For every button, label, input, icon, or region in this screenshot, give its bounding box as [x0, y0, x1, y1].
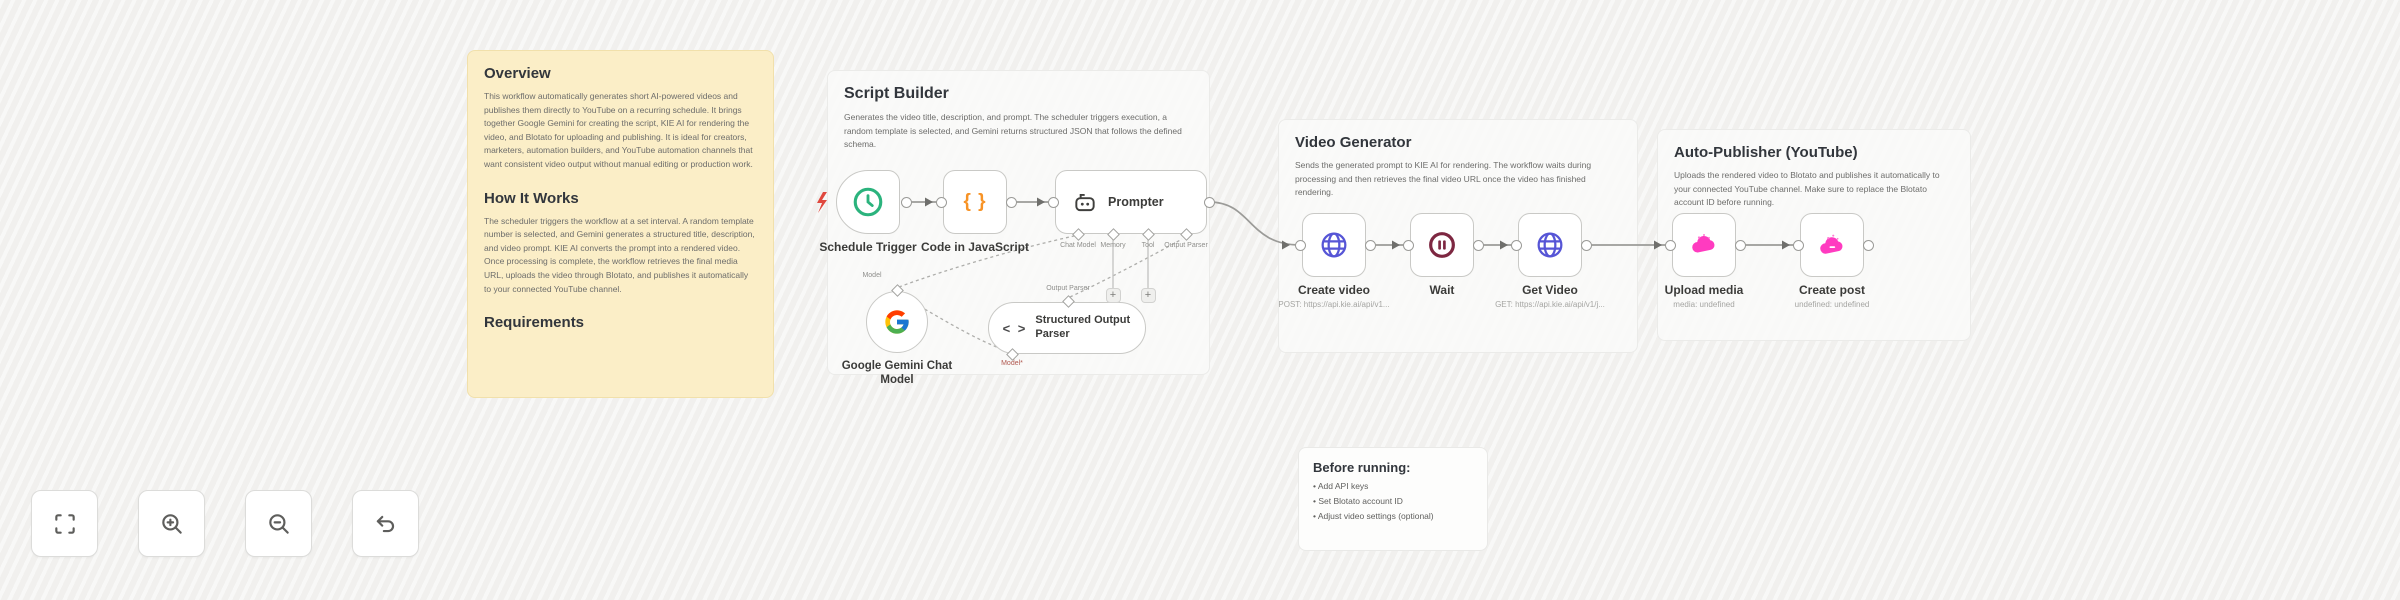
node-label-wait: Wait — [1429, 283, 1455, 297]
port-get-video-in[interactable] — [1510, 239, 1522, 251]
node-subtitle-upload-media: media: undefined — [1673, 300, 1735, 309]
clock-icon — [853, 187, 883, 217]
sticky-note-before-running[interactable]: Before running: Add API keys Set Blotato… — [1298, 447, 1488, 551]
port-wait-in[interactable] — [1402, 239, 1414, 251]
code-braces-icon: { } — [963, 191, 987, 212]
overview-heading: Overview — [484, 65, 551, 82]
node-google-gemini-chat-model[interactable] — [866, 291, 928, 353]
port-upload-media-out[interactable] — [1734, 239, 1746, 251]
port-create-post-out[interactable] — [1862, 239, 1874, 251]
zoom-out-button[interactable] — [245, 490, 312, 557]
trigger-lightning-icon — [817, 192, 827, 213]
node-label-get-video: Get Video — [1522, 283, 1578, 297]
port-create-post-in[interactable] — [1792, 239, 1804, 251]
overview-paragraph: This workflow automatically generates sh… — [484, 91, 753, 169]
blotato-cloud-icon — [1692, 234, 1715, 253]
requirements-heading: Requirements — [484, 314, 585, 332]
anchor-stubs — [1112, 239, 1149, 288]
fit-view-icon — [54, 513, 75, 534]
node-get-video[interactable] — [1518, 213, 1582, 277]
google-g-icon — [885, 310, 909, 334]
node-create-video[interactable] — [1302, 213, 1366, 277]
angle-brackets-icon: < > — [1002, 320, 1028, 336]
anchor-label-memory: Memory — [1100, 242, 1126, 249]
node-create-post[interactable] — [1800, 213, 1864, 277]
node-label-upload-media: Upload media — [1664, 283, 1744, 297]
sticky-note-overview[interactable]: Overview This workflow automatically gen… — [467, 50, 774, 398]
undo-icon — [376, 515, 394, 532]
port-wait-out[interactable] — [1472, 239, 1484, 251]
globe-icon — [1537, 232, 1563, 258]
connection-arrowheads — [925, 197, 1790, 250]
anchor-label-output-parser: Output Parser — [1164, 242, 1208, 249]
connection-parser-to-outputparser — [1069, 238, 1183, 298]
node-code-in-javascript[interactable]: { } — [943, 170, 1007, 234]
node-subtitle-get-video: GET: https://api.kie.ai/api/v1/j... — [1495, 300, 1605, 309]
port-create-video-out[interactable] — [1364, 239, 1376, 251]
node-label-google-gemini: Google Gemini Chat Model — [841, 360, 953, 387]
before-running-title: Before running: — [1313, 460, 1411, 475]
add-tool-button[interactable]: + — [1140, 288, 1156, 303]
pause-icon — [1429, 232, 1455, 258]
node-label-create-post: Create post — [1798, 283, 1866, 297]
video-generator-description: Sends the generated prompt to KIE AI for… — [1295, 160, 1592, 198]
robot-icon — [1075, 193, 1095, 212]
node-structured-output-parser[interactable]: < > Structured Output Parser — [988, 302, 1146, 354]
zoom-out-icon — [268, 513, 289, 534]
port-get-video-out[interactable] — [1580, 239, 1592, 251]
connection-gemini-to-chatmodel — [898, 235, 1075, 288]
node-label-structured-output-parser: Structured Output Parser — [1035, 314, 1131, 340]
anchor-label-parser-model: Model* — [1001, 360, 1023, 367]
port-code-in[interactable] — [935, 196, 947, 208]
node-label-code-in-javascript: Code in JavaScript — [920, 240, 1030, 254]
node-upload-media[interactable] — [1672, 213, 1736, 277]
node-schedule-trigger[interactable] — [836, 170, 900, 234]
port-create-video-in[interactable] — [1294, 239, 1306, 251]
add-memory-button[interactable]: + — [1105, 288, 1121, 303]
anchor-label-chat-model: Chat Model — [1060, 242, 1096, 249]
undo-button[interactable] — [352, 490, 419, 557]
node-label-prompter: Prompter — [1108, 195, 1164, 209]
node-subtitle-create-post: undefined: undefined — [1794, 300, 1870, 309]
connection-prompter-to-createvideo — [1208, 201, 1301, 246]
auto-publisher-title: Auto-Publisher (YouTube) — [1674, 144, 1858, 161]
how-it-works-paragraph: The scheduler triggers the workflow at a… — [484, 215, 755, 294]
node-label-schedule-trigger: Schedule Trigger — [819, 240, 917, 254]
script-builder-title: Script Builder — [844, 85, 949, 102]
before-running-list: Add API keys Set Blotato account ID Adju… — [1299, 479, 1487, 524]
video-generator-title: Video Generator — [1295, 134, 1412, 151]
port-code-out[interactable] — [1005, 196, 1017, 208]
node-prompter[interactable]: Prompter — [1055, 170, 1207, 234]
port-prompter-in[interactable] — [1047, 196, 1059, 208]
how-it-works-heading: How It Works — [484, 189, 579, 207]
anchor-label-parser-output: Output Parser — [1046, 285, 1090, 292]
node-subtitle-create-video: POST: https://api.kie.ai/api/v1... — [1278, 300, 1390, 309]
before-running-item: Adjust video settings (optional) — [1313, 509, 1473, 524]
before-running-item: Add API keys — [1313, 479, 1473, 494]
node-label-create-video: Create video — [1297, 283, 1371, 297]
anchor-label-tool: Tool — [1141, 242, 1155, 249]
zoom-to-fit-button[interactable] — [31, 490, 98, 557]
auto-publisher-description: Uploads the rendered video to Blotato an… — [1674, 170, 1940, 208]
blotato-post-icon — [1820, 234, 1843, 254]
before-running-item: Set Blotato account ID — [1313, 494, 1473, 509]
zoom-in-icon — [161, 513, 182, 534]
anchor-label-gemini-model: Model — [862, 272, 882, 279]
port-upload-media-in[interactable] — [1664, 239, 1676, 251]
script-builder-description: Generates the video title, description, … — [844, 112, 1182, 150]
zoom-in-button[interactable] — [138, 490, 205, 557]
port-prompter-out[interactable] — [1203, 196, 1215, 208]
port-schedule-trigger-out[interactable] — [900, 196, 912, 208]
node-wait[interactable] — [1410, 213, 1474, 277]
globe-icon — [1321, 232, 1347, 258]
